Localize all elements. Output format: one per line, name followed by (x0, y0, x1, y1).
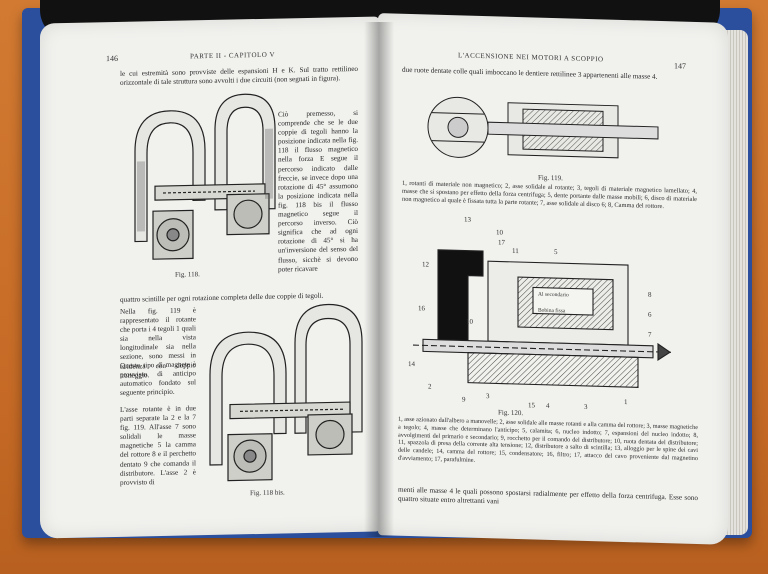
fig120-label-13: 14 (408, 359, 415, 369)
fig120-label-18: 4 (546, 401, 550, 410)
fig120-label-9: 8 (648, 290, 652, 299)
fig120-label-5: 12 (422, 260, 429, 269)
fig120-label-16: 3 (486, 392, 490, 401)
fig120-label-12: 10 (466, 317, 473, 326)
right-page: L'ACCENSIONE NEI MOTORI A SCOPPIO 147 du… (378, 13, 728, 545)
fig120-label-19: 3 (584, 402, 588, 411)
fig120-label-10: 6 (648, 310, 652, 319)
fig120-label-8: Bobina fissa (538, 307, 566, 315)
left-text-1: Ciò premesso, si comprende che se le due… (278, 108, 358, 274)
figure-118-bis-drawing (209, 303, 363, 482)
right-page-number: 147 (674, 61, 686, 71)
left-page: 146 PARTE II - CAPITOLO V le cui estremi… (40, 16, 380, 539)
fig120-caption: Fig. 120. (498, 408, 524, 418)
fig118-caption: Fig. 118. (175, 270, 200, 279)
fig120-label-3: 11 (512, 246, 519, 256)
fig120-label-20: 1 (624, 397, 628, 407)
left-running-head: PARTE II - CAPITOLO V (190, 50, 276, 61)
fig120-label-15: 9 (462, 395, 466, 404)
right-intro-text: due ruote dentate colle quali imboccano … (402, 65, 658, 81)
fig120-legend: 1, asse azionato dall'albero a manovelle… (398, 415, 698, 464)
left-text-5: L'asse rotante è in due parti separate l… (120, 404, 196, 487)
left-page-number: 146 (106, 53, 118, 64)
right-running-head: L'ACCENSIONE NEI MOTORI A SCOPPIO (458, 51, 604, 64)
fig120-label-6: 16 (418, 304, 425, 313)
figure-119-drawing (427, 96, 659, 159)
fig120-label-11: 7 (648, 330, 652, 339)
fig120-label-0: 13 (464, 215, 471, 224)
fig120-label-1: 10 (496, 228, 503, 237)
figure-120-drawing (413, 249, 673, 388)
fig120-label-2: 17 (498, 238, 505, 247)
fig119-legend: 1, rotanti di materiale non magnetico; 2… (402, 179, 697, 211)
fig118bis-caption: Fig. 118 bis. (250, 488, 285, 498)
left-text-0: le cui estremità sono provviste delle es… (120, 64, 358, 87)
book-gutter (364, 22, 394, 537)
fig120-label-14: 2 (428, 382, 432, 391)
figure-118-drawing (134, 93, 276, 260)
fig120-label-17: 15 (528, 401, 535, 410)
right-closing-text: menti alle masse 4 le quali possono spos… (398, 485, 698, 506)
left-text-4: Questo tipo di magnete è provvisto di an… (120, 360, 196, 398)
fig120-label-7: Al secondario (538, 291, 569, 299)
fig120-label-4: 5 (554, 248, 558, 257)
fig119-caption: Fig. 119. (538, 173, 563, 183)
